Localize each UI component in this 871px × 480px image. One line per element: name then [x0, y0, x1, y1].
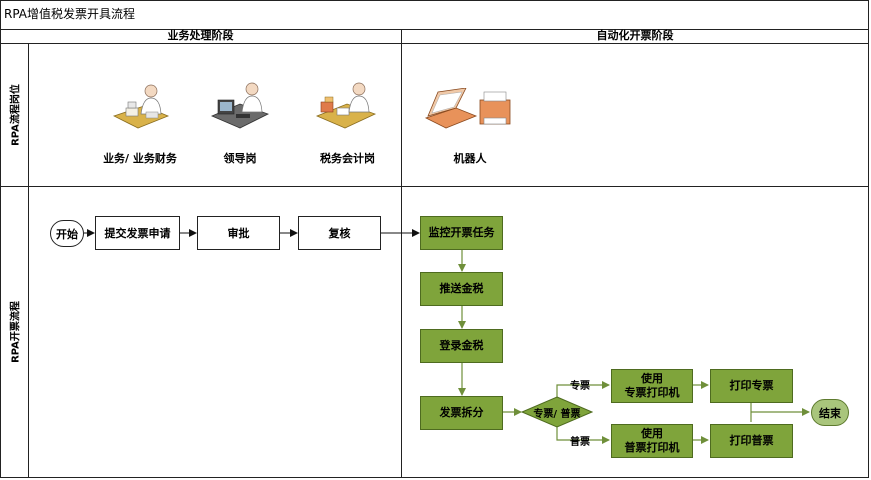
- submit-invoice-request-step[interactable]: 提交发票申请: [95, 216, 180, 250]
- role-leader: 领导岗: [223, 152, 257, 165]
- use-special-printer-step[interactable]: 使用 专票打印机: [611, 369, 693, 403]
- robot-laptop-printer-icon: [424, 88, 511, 129]
- login-golden-tax-step[interactable]: 登录金税: [420, 329, 503, 363]
- review-step[interactable]: 复核: [298, 216, 381, 250]
- use-general-printer-line2: 普票打印机: [624, 441, 680, 454]
- role-robot: 机器人: [453, 152, 487, 165]
- push-golden-tax-step[interactable]: 推送金税: [420, 272, 503, 306]
- use-general-printer-line1: 使用: [641, 427, 663, 440]
- leader-person-icon: [210, 82, 270, 129]
- tax-accountant-person-icon: [315, 82, 377, 129]
- print-special-invoice-step[interactable]: 打印专票: [710, 369, 793, 403]
- invoice-split-step[interactable]: 发票拆分: [420, 396, 503, 430]
- use-special-printer-line2: 专票打印机: [624, 386, 680, 399]
- decision-label: 专票/ 普票: [533, 408, 581, 420]
- business-finance-person-icon: [112, 84, 170, 129]
- phase-header-automation: 自动化开票阶段: [596, 29, 674, 42]
- end-node[interactable]: 结束: [811, 399, 849, 426]
- start-node[interactable]: 开始: [50, 220, 84, 247]
- diagram-title: RPA增值税发票开具流程: [4, 7, 136, 21]
- use-special-printer-line1: 使用: [641, 372, 663, 385]
- phase-header-business: 业务处理阶段: [167, 29, 234, 42]
- use-general-printer-step[interactable]: 使用 普票打印机: [611, 424, 693, 458]
- print-general-invoice-step[interactable]: 打印普票: [710, 424, 793, 458]
- approve-step[interactable]: 审批: [197, 216, 280, 250]
- role-business-finance: 业务/ 业务财务: [103, 152, 177, 165]
- branch-label-special: 专票: [570, 381, 590, 392]
- monitor-invoice-task-step[interactable]: 监控开票任务: [420, 216, 503, 250]
- invoice-type-decision[interactable]: [521, 396, 593, 428]
- role-tax-accountant: 税务会计岗: [320, 152, 375, 165]
- branch-label-general: 普票: [570, 437, 590, 448]
